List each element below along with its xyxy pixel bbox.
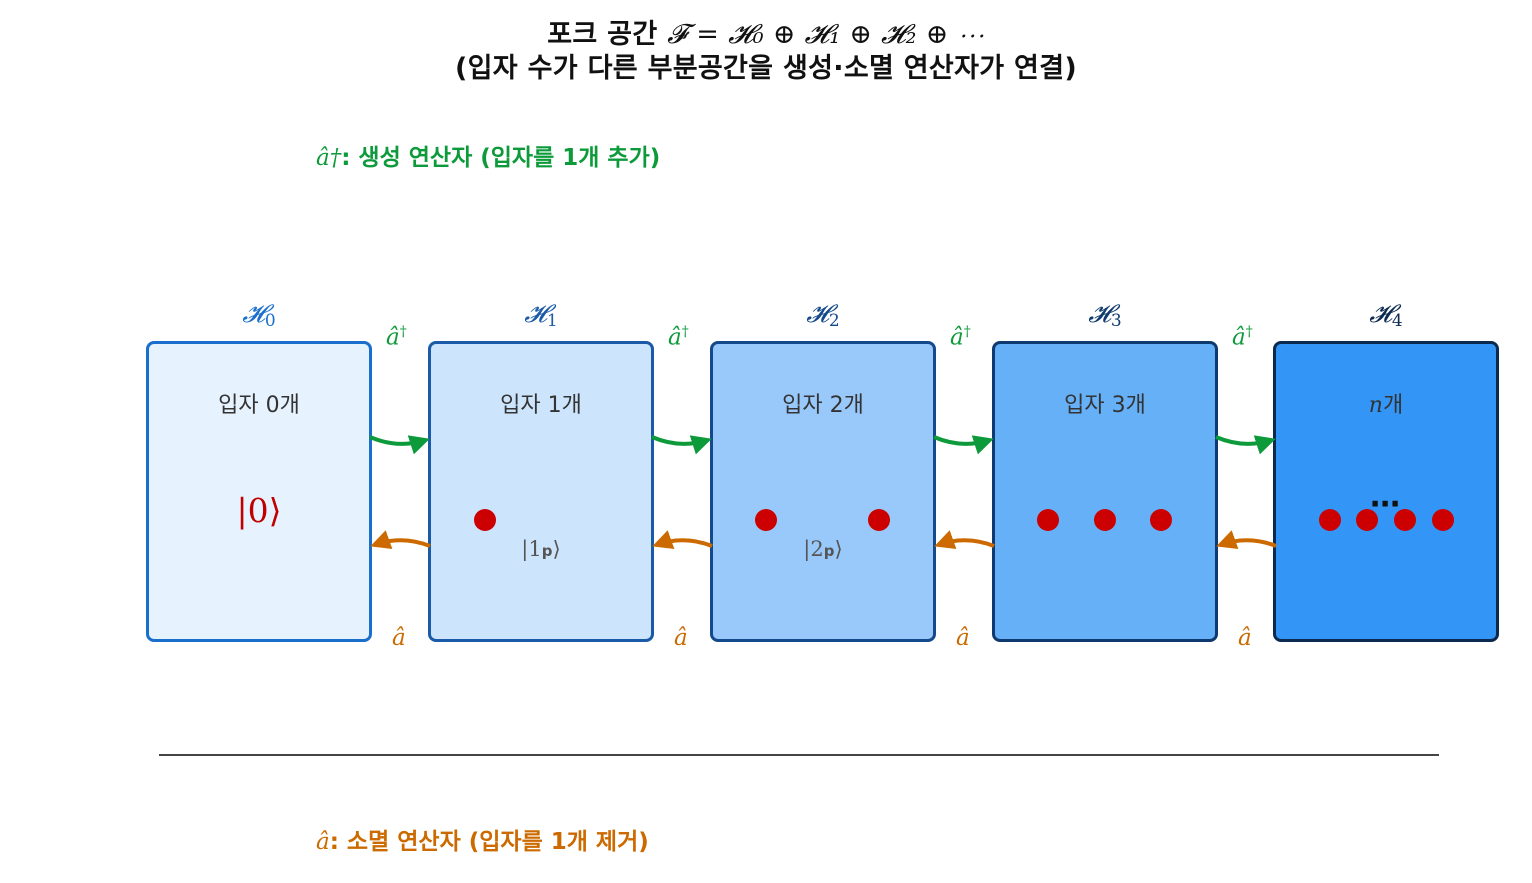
diagram-title-line2: (입자 수가 다른 부분공간을 생성·소멸 연산자가 연결): [455, 53, 1077, 84]
annihilation-op-label-3: â: [1238, 625, 1252, 651]
creation-arrow-2: [933, 435, 994, 455]
particle-h4-3: [1394, 509, 1416, 531]
subspace-box-h0: 입자 0개 |0⟩: [146, 341, 372, 642]
annihilation-op-label-2: â: [956, 625, 970, 651]
creation-arrow-0: [369, 435, 430, 455]
space-label-h4: 𝓗4: [1369, 299, 1403, 331]
annihilation-arrow-1: [652, 530, 713, 550]
creation-op-label-1: â†: [668, 324, 689, 351]
one-particle-ket: |1p⟩: [521, 537, 561, 561]
subspace-box-h4: n개 ⋯: [1273, 341, 1499, 642]
creation-legend-symbol: â†: [316, 145, 342, 171]
subspace-box-h1: 입자 1개 |1p⟩: [428, 341, 654, 642]
annihilation-arrow-3: [1216, 530, 1277, 550]
particle-count-label: 입자 0개: [218, 393, 300, 418]
creation-legend-text: : 생성 연산자 (입자를 1개 추가): [341, 145, 661, 171]
annihilation-op-label-1: â: [674, 625, 688, 651]
particle-count-label: 입자 3개: [1064, 393, 1146, 418]
space-label-h1: 𝓗1: [524, 299, 558, 331]
title-formula: 𝓕 = 𝓗₀ ⊕ 𝓗₁ ⊕ 𝓗₂ ⊕ ⋯: [667, 19, 985, 50]
creation-legend: â†: 생성 연산자 (입자를 1개 추가): [316, 138, 660, 172]
particle-count-label: n개: [1368, 393, 1404, 418]
particle-h3-1: [1037, 509, 1059, 531]
particle-h4-1: [1319, 509, 1341, 531]
annihilation-legend-text: : 소멸 연산자 (입자를 1개 제거): [329, 829, 649, 855]
particle-h4-2: [1356, 509, 1378, 531]
annihilation-legend: â: 소멸 연산자 (입자를 1개 제거): [316, 822, 649, 856]
two-particle-ket: |2p⟩: [803, 537, 843, 561]
space-label-h0: 𝓗0: [242, 299, 276, 331]
annihilation-op-label-0: â: [392, 625, 406, 651]
diagram-title-line1: 포크 공간 𝓕 = 𝓗₀ ⊕ 𝓗₁ ⊕ 𝓗₂ ⊕ ⋯: [0, 12, 1532, 51]
particle-h1-1: [474, 509, 496, 531]
creation-op-label-3: â†: [1232, 324, 1253, 351]
vacuum-ket: |0⟩: [236, 491, 282, 530]
particle-h2-2: [868, 509, 890, 531]
particle-h3-3: [1150, 509, 1172, 531]
creation-op-label-0: â†: [386, 324, 407, 351]
title-text: 포크 공간: [547, 19, 658, 50]
particle-h3-2: [1094, 509, 1116, 531]
space-label-h2: 𝓗2: [806, 299, 840, 331]
particle-count-label: 입자 2개: [782, 393, 864, 418]
space-label-h3: 𝓗3: [1088, 299, 1122, 331]
creation-arrow-1: [651, 435, 712, 455]
creation-op-label-2: â†: [950, 324, 971, 351]
particle-count-label: 입자 1개: [500, 393, 582, 418]
creation-arrow-3: [1215, 435, 1276, 455]
subspace-box-h3: 입자 3개: [992, 341, 1218, 642]
annihilation-arrow-0: [370, 530, 431, 550]
particle-h2-1: [755, 509, 777, 531]
annihilation-legend-symbol: â: [316, 829, 330, 855]
particle-h4-4: [1432, 509, 1454, 531]
subspace-box-h2: 입자 2개 |2p⟩: [710, 341, 936, 642]
annihilation-arrow-2: [934, 530, 995, 550]
